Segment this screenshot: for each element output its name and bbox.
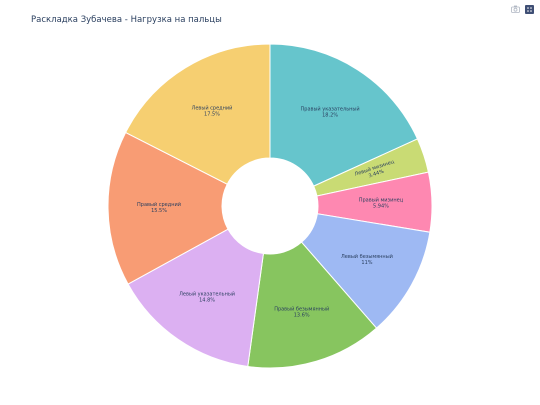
- slice-label-percent: 14.8%: [199, 297, 215, 303]
- pie-slice[interactable]: [124, 43, 271, 185]
- slice-label-name: Левый указательный: [179, 290, 235, 297]
- modebar: [510, 4, 534, 14]
- pie-slice[interactable]: [269, 43, 419, 187]
- pie-slice[interactable]: [107, 131, 229, 285]
- pie-slice[interactable]: [247, 241, 378, 369]
- slice-label-name: Правый средний: [137, 201, 181, 208]
- camera-icon[interactable]: [510, 4, 520, 14]
- slice-label-percent: 3.44%: [368, 169, 385, 180]
- pie-slice[interactable]: [300, 213, 431, 329]
- chart-title: Раскладка Зубачева - Нагрузка на пальцы: [31, 15, 222, 25]
- slice-label-percent: 15.5%: [151, 208, 167, 214]
- slices-layer: [107, 43, 433, 369]
- slice-label-name: Левый средний: [192, 104, 233, 111]
- slice-label-percent: 18.2%: [322, 113, 338, 119]
- plotly-logo-icon[interactable]: [524, 4, 534, 14]
- slice-label-percent: 17.5%: [204, 111, 220, 117]
- slice-label-percent: 11%: [361, 260, 372, 266]
- pie-slice[interactable]: [127, 228, 264, 368]
- slice-label-percent: 5.94%: [373, 203, 389, 209]
- slice-label-name: Правый указательный: [301, 106, 360, 113]
- slice-label-name: Правый мизинец: [359, 196, 404, 203]
- slice-label-name: Правый безымянный: [274, 305, 329, 312]
- slice-label-name: Левый безымянный: [341, 253, 393, 260]
- slice-label-percent: 13.6%: [294, 312, 310, 318]
